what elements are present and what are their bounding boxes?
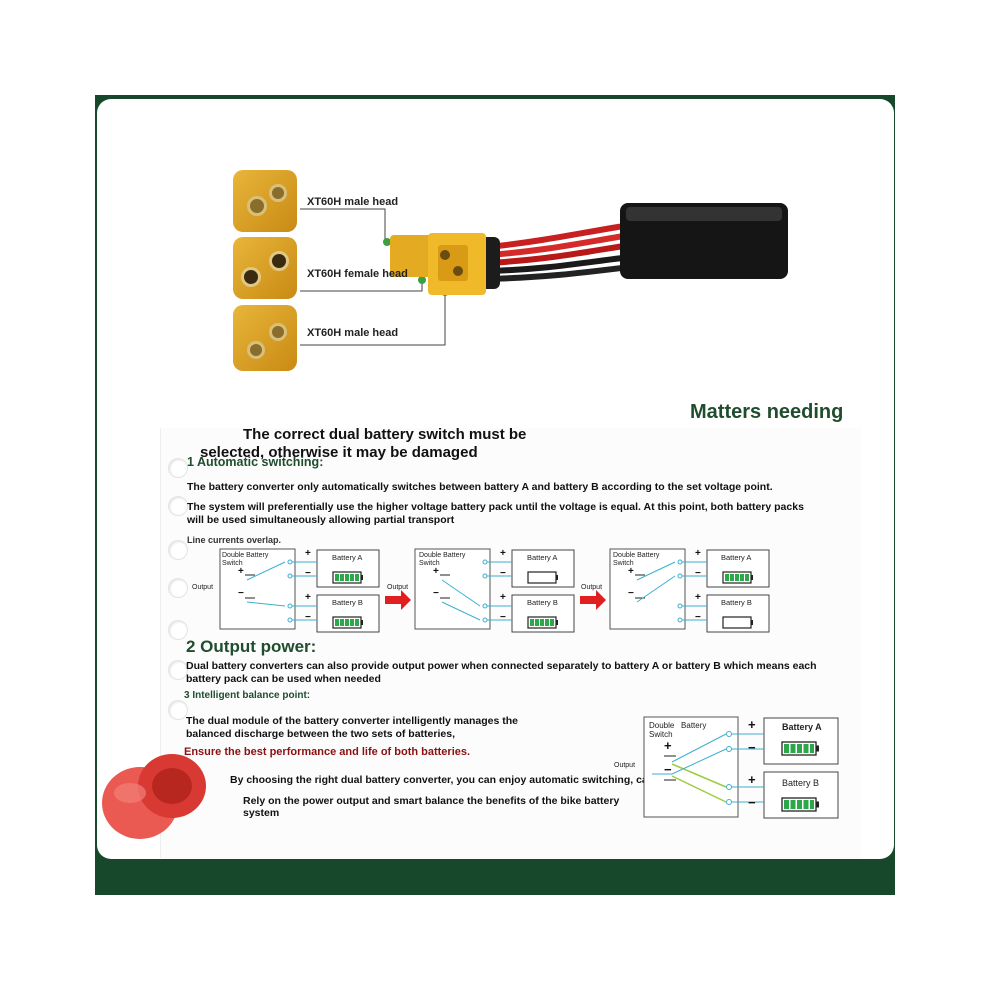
section3-paragraph-line1: The dual module of the battery converter…	[186, 715, 518, 727]
switching-diagrams	[219, 548, 770, 633]
section3-paragraph-line2: balanced discharge between the two sets …	[186, 728, 455, 740]
section3-heading: 3 Intelligent balance point:	[184, 690, 311, 701]
paper-hole	[168, 496, 188, 516]
notebook-paper	[160, 428, 861, 858]
diagram3-switch-minus: −	[628, 588, 634, 599]
diagram2-switch-plus: +	[433, 566, 439, 577]
diagram3-plus-a: +	[695, 548, 701, 559]
cable-assembly-illustration	[300, 203, 788, 346]
diagram3-output-label: Output	[581, 584, 603, 591]
diagram3-minus-b: −	[695, 612, 701, 623]
balance-plus-b: +	[748, 772, 756, 787]
paper-hole	[168, 578, 188, 598]
diagram2-plus-b: +	[500, 592, 506, 603]
paper-hole	[168, 458, 188, 478]
section3-line3: By choosing the right dual battery conve…	[230, 774, 655, 786]
section1-paragraph2-line1: The system will preferentially use the h…	[187, 501, 804, 513]
section2-paragraph-line2: battery pack can be used when needed	[186, 673, 381, 685]
diagram2-minus-b: −	[500, 612, 506, 623]
xt60h-male-connector-top	[233, 170, 297, 232]
diagram1-switch-minus: −	[238, 588, 244, 599]
section1-heading: 1 Automatic switching:	[187, 455, 324, 469]
diagram3-battery-a: Battery A	[721, 553, 752, 562]
diagram1-minus-b: −	[305, 612, 311, 623]
xt60h-male-connector-bottom	[233, 305, 297, 371]
warning-line2: selected, otherwise it may be damaged	[200, 444, 478, 461]
warning-line1: The correct dual battery switch must be	[243, 426, 527, 443]
balance-battery-a: Battery A	[782, 722, 822, 732]
section2-paragraph-line1: Dual battery converters can also provide…	[186, 660, 817, 672]
balance-diagram	[643, 716, 839, 819]
diagram3-plus-b: +	[695, 592, 701, 603]
section3-line4: Rely on the power output and smart balan…	[243, 795, 620, 807]
balance-plus-a: +	[748, 717, 756, 732]
balance-switch-minus: −	[664, 762, 672, 777]
section1-paragraph2-line2: will be used simultaneously allowing par…	[187, 514, 455, 526]
diagram1-battery-a: Battery A	[332, 553, 363, 562]
switching-diagram-3	[609, 548, 770, 633]
balance-output-label: Output	[614, 762, 636, 769]
diagram1-output-label: Output	[192, 584, 214, 591]
section2-heading: 2 Output power:	[186, 637, 317, 656]
callout-xt60h-female: XT60H female head	[307, 268, 408, 280]
diagram2-battery-b: Battery B	[527, 598, 558, 607]
balance-minus-b: −	[748, 795, 756, 810]
diagram1-plus-a: +	[305, 548, 311, 559]
callout-xt60h-male-top: XT60H male head	[307, 196, 399, 208]
xt60h-female-connector	[233, 237, 297, 299]
switching-diagram-2	[414, 548, 575, 633]
section3-line4-continued: system	[243, 807, 280, 819]
paper-hole	[168, 700, 188, 720]
line-currents-caption: Line currents overlap.	[187, 535, 282, 545]
diagram1-switch-plus: +	[238, 566, 244, 577]
section1-paragraph1: The battery converter only automatically…	[187, 481, 773, 493]
balance-switch-plus: +	[664, 738, 672, 753]
diagram3-switch-plus: +	[628, 566, 634, 577]
diagram3-minus-a: −	[695, 568, 701, 579]
pushpin-icon	[102, 754, 206, 839]
diagram1-battery-b: Battery B	[332, 598, 363, 607]
paper-hole	[168, 540, 188, 560]
diagram2-plus-a: +	[500, 548, 506, 559]
paper-hole	[168, 660, 188, 680]
diagram2-minus-a: −	[500, 568, 506, 579]
diagram1-plus-b: +	[305, 592, 311, 603]
balance-minus-a: −	[748, 740, 756, 755]
arrow-right-icon	[385, 590, 411, 610]
diagram2-switch-minus: −	[433, 588, 439, 599]
section3-highlight: Ensure the best performance and life of …	[184, 746, 471, 758]
diagram2-battery-a: Battery A	[527, 553, 558, 562]
callout-xt60h-male-bottom: XT60H male head	[307, 327, 399, 339]
diagram1-minus-a: −	[305, 568, 311, 579]
balance-battery-b: Battery B	[782, 778, 820, 788]
arrow-right-icon	[580, 590, 606, 610]
paper-hole	[168, 620, 188, 640]
diagram2-output-label: Output	[387, 584, 409, 591]
diagram3-battery-b: Battery B	[721, 598, 752, 607]
notice-title-line1: Matters needing	[690, 401, 844, 423]
switching-diagram-1	[219, 548, 380, 633]
